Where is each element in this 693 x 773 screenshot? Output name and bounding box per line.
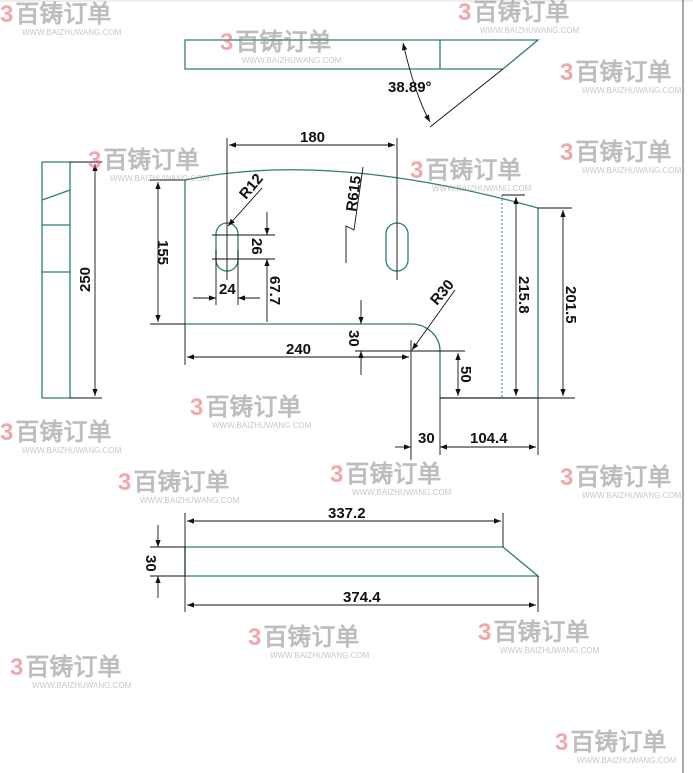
dim-30-thickness: 30: [142, 555, 159, 572]
dim-215-8: 215.8: [515, 276, 532, 314]
dim-155: 155: [154, 240, 171, 265]
side-view: 250: [41, 161, 102, 399]
dim-r615: R615: [343, 175, 365, 213]
dim-r30: R30: [427, 277, 458, 309]
dim-201-5: 201.5: [562, 286, 579, 324]
dim-240: 240: [286, 341, 311, 358]
dim-30-vertical: 30: [345, 330, 362, 347]
dim-374-4: 374.4: [343, 589, 381, 606]
dim-26: 26: [248, 238, 265, 255]
dim-180: 180: [300, 129, 325, 146]
dim-337-2: 337.2: [328, 505, 366, 522]
angle-label: 38.89°: [388, 79, 432, 96]
front-view: 180 R12 R615 155 26 67.7 24 R30 240 30 5…: [150, 129, 579, 460]
dim-250: 250: [77, 267, 94, 292]
dim-104-4: 104.4: [470, 430, 508, 447]
dim-r12: R12: [236, 171, 267, 203]
top-view: 38.89°: [184, 39, 540, 128]
dim-30-horizontal: 30: [418, 430, 435, 447]
dim-24: 24: [219, 281, 236, 298]
dim-50: 50: [457, 366, 474, 383]
dim-67-7: 67.7: [266, 276, 283, 305]
bottom-view: 337.2 30 374.4: [142, 505, 540, 612]
